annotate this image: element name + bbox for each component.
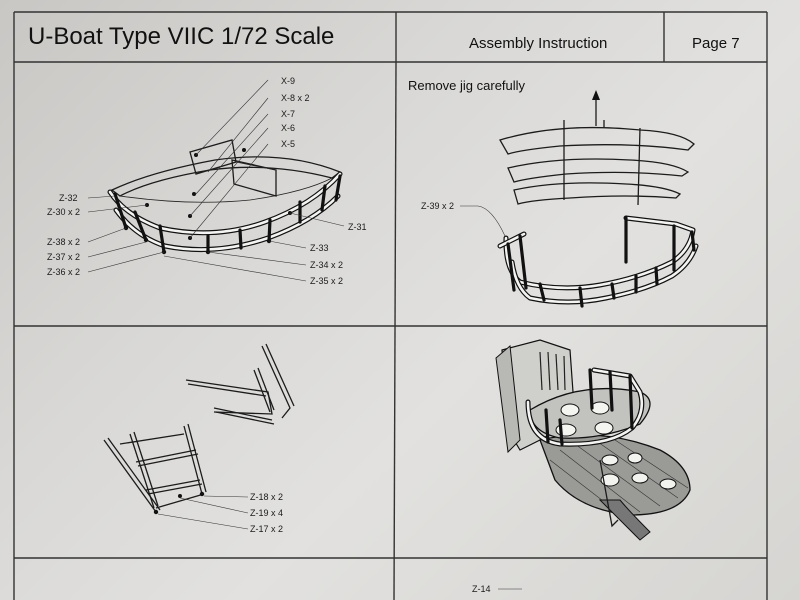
label-x9: X-9 (281, 76, 295, 86)
panel-remove-jig: Remove jig carefully (408, 78, 699, 308)
label-z18: Z-18 x 2 (250, 492, 283, 502)
label-x7: X-7 (281, 109, 295, 119)
jig-note: Remove jig carefully (408, 78, 526, 93)
page-number: Page 7 (692, 35, 740, 52)
label-z31: Z-31 (348, 222, 367, 232)
label-z30: Z-30 x 2 (47, 207, 80, 217)
ladder-drawing (103, 343, 295, 515)
label-z19: Z-19 x 4 (250, 508, 283, 518)
label-z37: Z-37 x 2 (47, 252, 80, 262)
page-grid (13, 11, 768, 600)
panel-ladder: Z-18 x 2 Z-19 x 4 Z-17 x 2 (103, 343, 295, 534)
label-z14: Z-14 (472, 584, 491, 594)
label-z38: Z-38 x 2 (47, 237, 80, 247)
label-z33: Z-33 (310, 243, 329, 253)
label-z32: Z-32 (59, 193, 78, 203)
panel-bottom-right: Z-14 (472, 584, 522, 594)
jig-drawing (497, 90, 699, 308)
panel-platform-railing: X-9 X-8 x 2 X-7 X-6 X-5 Z-32 Z-30 x 2 Z-… (47, 76, 367, 286)
panel-1-leaders (87, 79, 345, 282)
label-x6: X-6 (281, 123, 295, 133)
conning-tower-drawing (495, 339, 691, 541)
label-x5: X-5 (281, 139, 295, 149)
page-title: U-Boat Type VIIC 1/72 Scale (28, 23, 334, 50)
panel-conning-tower (495, 339, 691, 541)
label-z34: Z-34 x 2 (310, 260, 343, 270)
section-title: Assembly Instruction (469, 35, 607, 52)
label-x8: X-8 x 2 (281, 93, 310, 103)
label-z17: Z-17 x 2 (250, 524, 283, 534)
label-z39: Z-39 x 2 (421, 201, 454, 211)
label-z35: Z-35 x 2 (310, 276, 343, 286)
label-z36: Z-36 x 2 (47, 267, 80, 277)
platform-railing-drawing (107, 139, 343, 255)
